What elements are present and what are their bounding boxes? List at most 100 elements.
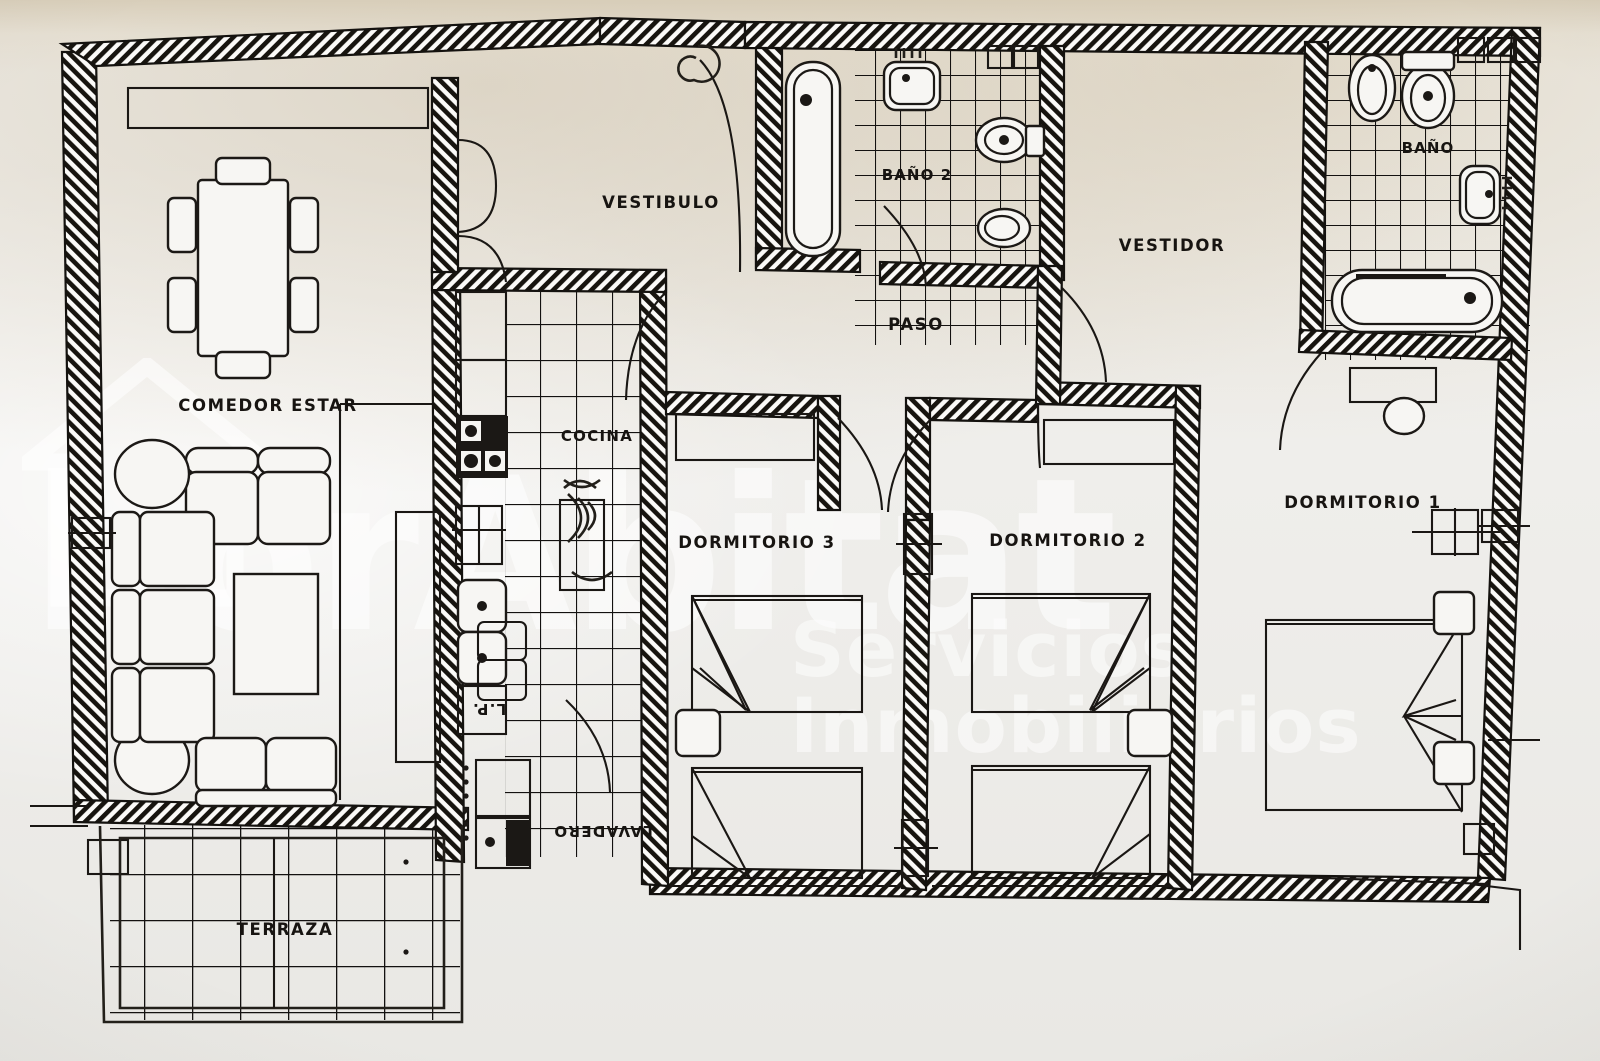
single-bed xyxy=(970,592,1152,714)
room-label-bano-2: BAÑO 2 xyxy=(882,165,953,184)
laundry-cabinet xyxy=(474,758,532,818)
vestidor-stool xyxy=(1382,396,1426,436)
bidet-tap xyxy=(1368,64,1376,72)
dining-table xyxy=(196,178,290,358)
toilet-cistern xyxy=(1400,50,1456,72)
sofa-seat xyxy=(256,470,332,546)
stove-burner-ring xyxy=(465,425,477,437)
wall-dorm3-right-upper xyxy=(816,394,842,512)
dormitorio-2-furniture xyxy=(970,418,1176,880)
wall-cabinet xyxy=(1514,36,1542,64)
wall-exterior-left xyxy=(60,50,110,824)
room-label-paso: PASO xyxy=(888,315,944,334)
washbasin-tap xyxy=(1485,190,1493,198)
room-label-dormitorio-1: DORMITORIO 1 xyxy=(1284,493,1442,512)
terraza-outline xyxy=(98,825,464,1024)
nightstand xyxy=(1126,708,1174,758)
room-label-vestidor: VESTIDOR xyxy=(1119,236,1226,255)
bathtub-drain xyxy=(800,94,812,106)
wall-dorm2-dorm3-divider xyxy=(900,518,932,892)
wardrobe-dorm2 xyxy=(1042,418,1176,466)
washbasin xyxy=(882,60,942,112)
armchair-arm xyxy=(110,510,142,588)
single-bed xyxy=(690,594,864,714)
lavadero-fixtures xyxy=(463,620,532,870)
wall-bano2-left xyxy=(754,46,784,270)
washbasin xyxy=(1458,164,1502,226)
lp-unit-upper xyxy=(476,620,528,662)
wall-vestidor-left xyxy=(1034,264,1064,406)
washer-knob xyxy=(485,837,495,847)
window-terrace xyxy=(86,838,130,876)
bidet-inner xyxy=(983,214,1021,242)
toilet-inner xyxy=(983,124,1025,156)
bathtub-drain xyxy=(1464,292,1476,304)
bano-1-fixtures xyxy=(1330,36,1542,334)
toilet-drain xyxy=(999,135,1009,145)
wall-kitchen-left xyxy=(430,268,466,864)
dining-chair xyxy=(166,196,198,254)
sofa-cushion xyxy=(256,446,332,476)
dining-chair xyxy=(288,276,320,334)
wall-bano2-bottom xyxy=(878,260,1048,290)
bathtub xyxy=(1330,268,1504,334)
stove-burner-ring xyxy=(489,455,501,467)
sofa-seat xyxy=(194,736,268,794)
kitchen-column xyxy=(558,498,606,592)
washbasin-tap xyxy=(902,74,910,82)
comedor-estar-furniture xyxy=(110,86,442,808)
toilet-cistern xyxy=(1024,124,1046,158)
door-swings xyxy=(457,59,1323,793)
room-labels: COMEDOR ESTAR TERRAZA COCINA LAVADERO L.… xyxy=(178,138,1453,939)
single-bed xyxy=(690,766,864,880)
dining-chair xyxy=(214,156,272,186)
room-label-dormitorio-3: DORMITORIO 3 xyxy=(678,533,836,552)
wall-bano2-right xyxy=(1038,44,1066,282)
nightstand xyxy=(674,708,722,758)
wall-cabinet xyxy=(1486,36,1516,64)
sofa-cushion xyxy=(184,446,260,476)
wall-kitchen-right xyxy=(638,268,670,888)
wall-cabinet xyxy=(1012,44,1040,70)
wall-dorm2-top xyxy=(928,396,1040,424)
single-bed xyxy=(970,764,1152,880)
washbasin-inner xyxy=(1464,170,1496,220)
toilet-inner xyxy=(1409,73,1447,123)
room-label-lp: L.P. xyxy=(472,700,506,718)
armchair-seat xyxy=(138,588,216,666)
kitchen-cabinet xyxy=(454,290,508,362)
wall-exterior-right xyxy=(1476,26,1542,882)
wall-kitchen-top xyxy=(430,266,668,294)
bathtub-rim xyxy=(1356,274,1446,279)
room-label-comedor-estar: COMEDOR ESTAR xyxy=(178,396,357,415)
tiled-floors xyxy=(110,40,1530,1020)
windows xyxy=(30,508,1540,876)
dining-chair xyxy=(214,350,272,380)
wall-vestibulo-left xyxy=(430,76,460,274)
vestidor-bench xyxy=(1348,366,1438,404)
toilet-drain xyxy=(1423,91,1433,101)
door-jambs xyxy=(670,512,1170,888)
room-label-lavadero: LAVADERO xyxy=(553,822,653,840)
living-unit xyxy=(394,510,442,764)
living-shelf xyxy=(126,86,430,130)
vestibulo-detail xyxy=(677,44,721,83)
wall-cabinet xyxy=(1456,36,1486,64)
nightstand xyxy=(1432,590,1476,636)
room-label-cocina: COCINA xyxy=(561,427,633,445)
wall-dorm1-left xyxy=(1166,384,1202,892)
armchair-seat xyxy=(138,666,216,744)
kitchen-base-cabinet xyxy=(456,684,508,736)
dining-chair xyxy=(288,196,320,254)
washer-door xyxy=(506,820,530,866)
wall-exterior-top-mid xyxy=(598,16,747,50)
wall-exterior-top-left xyxy=(58,16,602,68)
dormitorio-1-furniture xyxy=(1264,508,1522,950)
room-label-dormitorio-2: DORMITORIO 2 xyxy=(989,531,1147,550)
sink-drain xyxy=(477,601,487,611)
sofa-seat xyxy=(264,736,338,794)
terraza-floor-tiles xyxy=(110,825,460,1020)
room-label-vestibulo: VESTIBULO xyxy=(602,193,720,212)
